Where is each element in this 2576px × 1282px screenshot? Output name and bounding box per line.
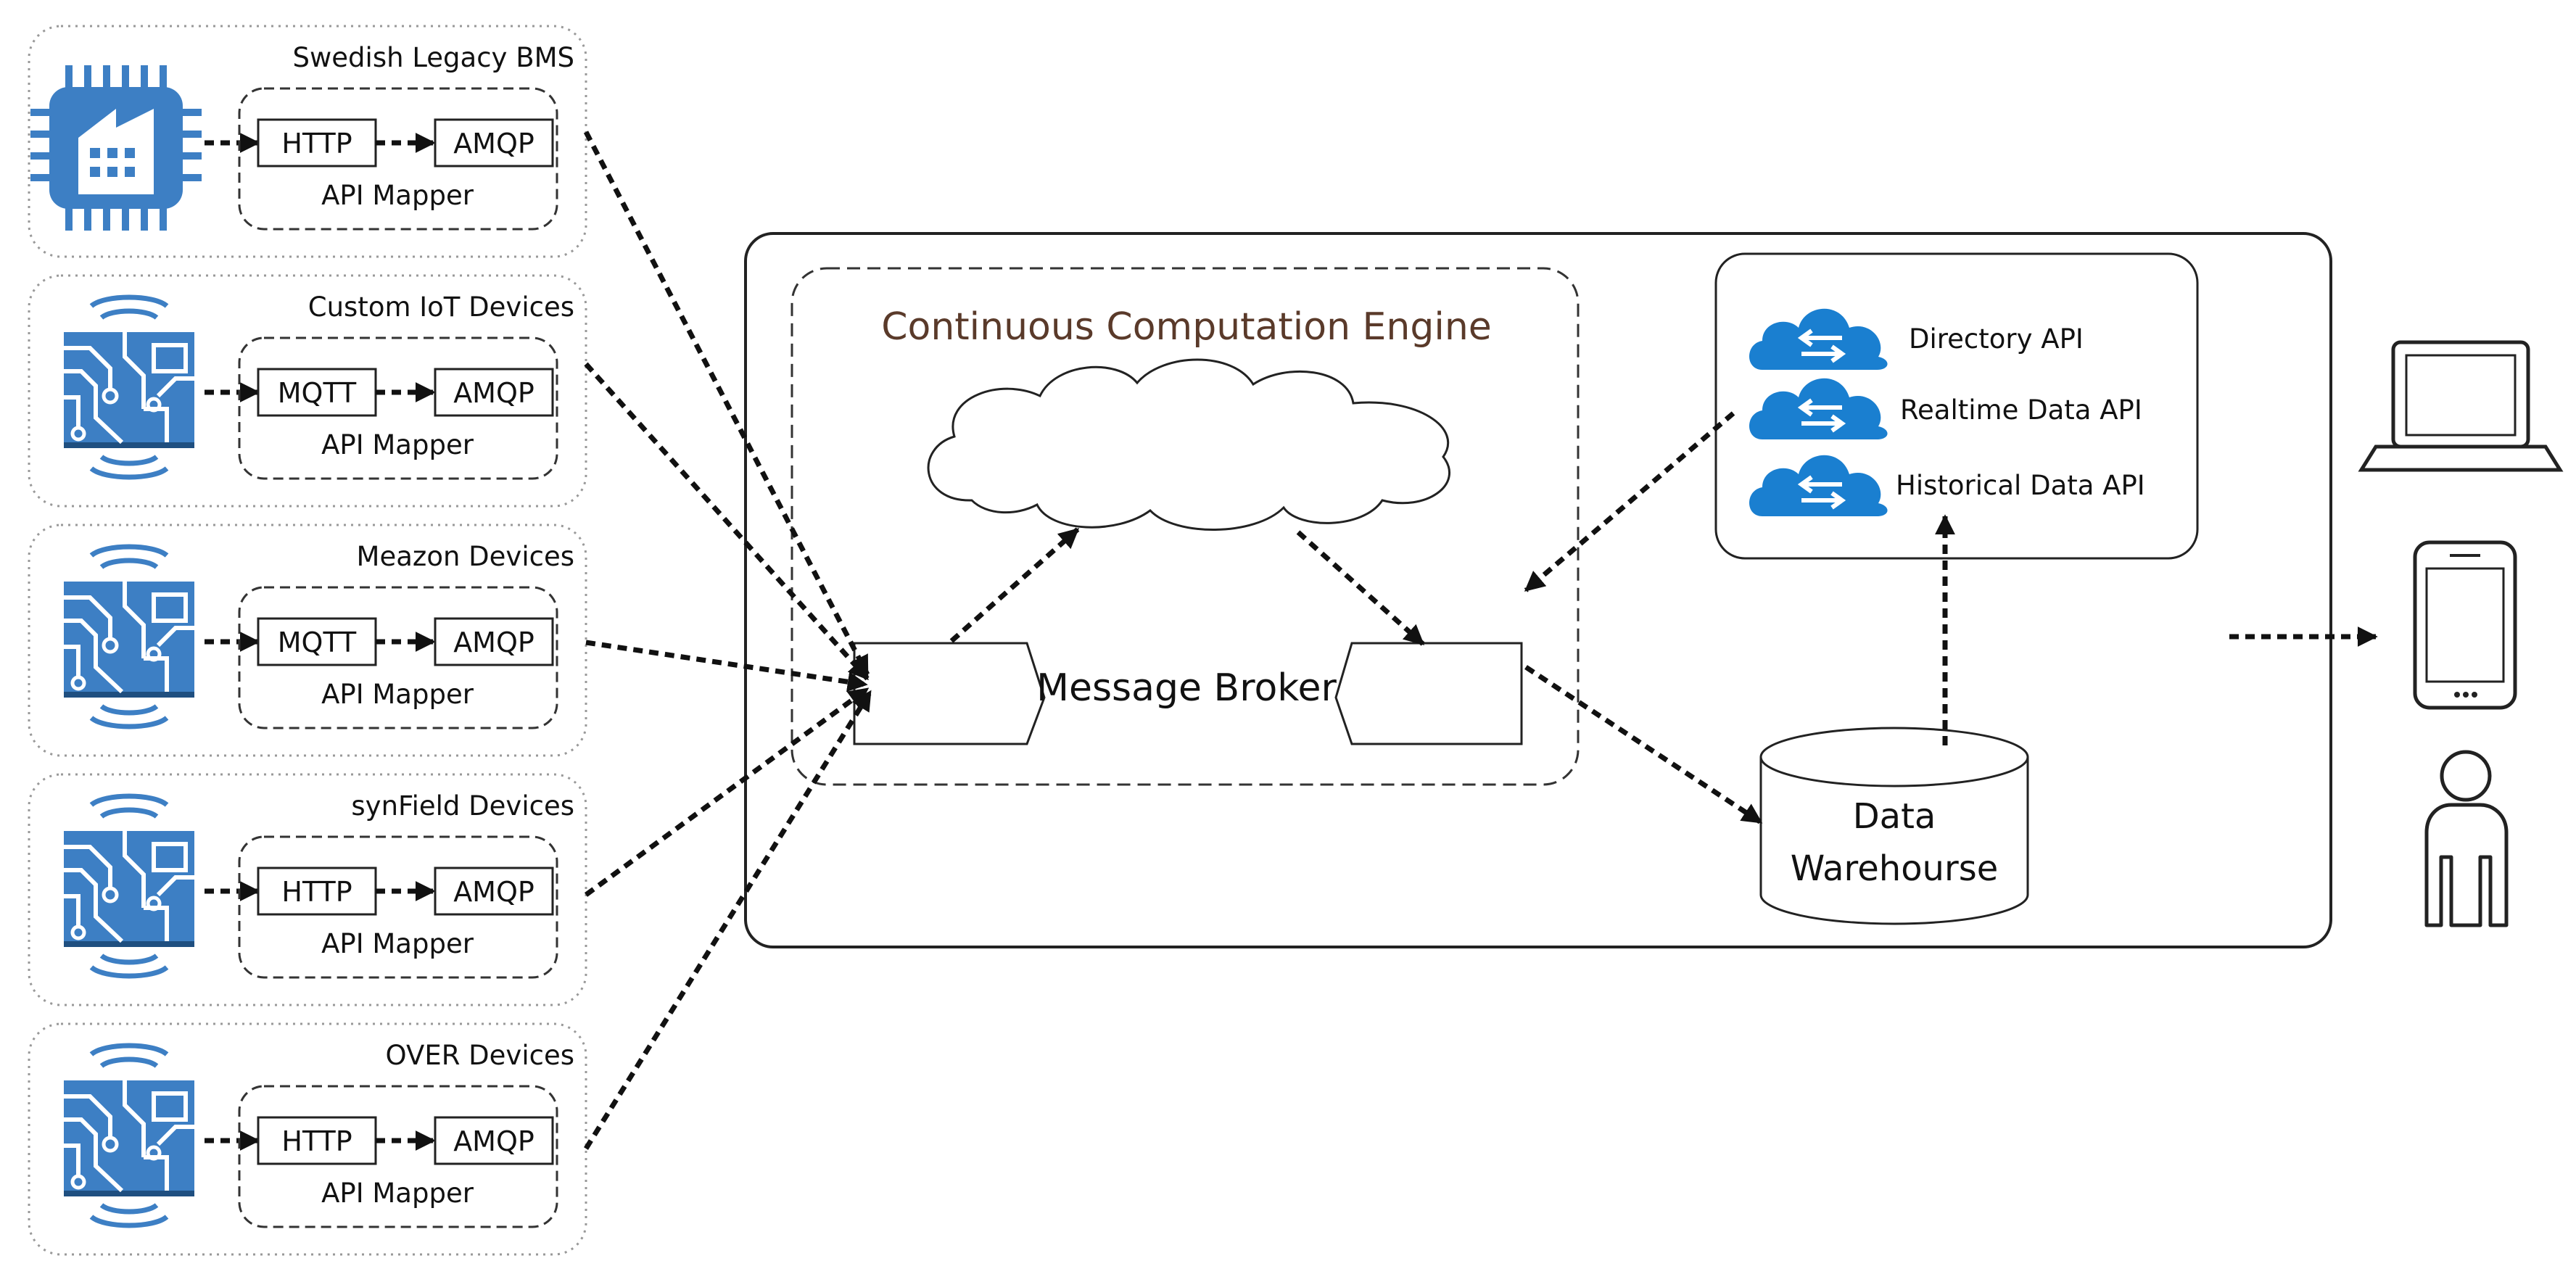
broker-output-queue <box>1334 642 1523 745</box>
source-container <box>28 773 587 1006</box>
iot-device-icon <box>64 297 194 477</box>
source-to-broker-arrow <box>585 640 868 692</box>
platform-container <box>744 232 2332 948</box>
realtime-data-api-label: Realtime Data API <box>1900 394 2142 426</box>
source-name: Meazon Devices <box>357 541 574 572</box>
output-protocol: AMQP <box>453 377 534 409</box>
api-to-broker-arrow <box>1524 411 1735 592</box>
engine-title: Continuous Computation Engine <box>881 305 1492 349</box>
building-chip-icon <box>30 65 202 231</box>
api-mapper-group <box>238 1085 558 1228</box>
source-container <box>28 524 587 757</box>
source-block: Meazon Devices MQTT AMQP API Mapper <box>28 524 587 757</box>
output-protocol-box <box>434 867 554 916</box>
api-mapper-group <box>238 336 558 480</box>
api-mapper-group <box>238 835 558 979</box>
input-protocol-box <box>257 617 377 666</box>
input-protocol-box <box>257 867 377 916</box>
output-protocol: AMQP <box>453 128 534 160</box>
output-protocol-box <box>434 118 554 168</box>
api-mapper-label: API Mapper <box>321 679 474 710</box>
source-name: OVER Devices <box>386 1040 574 1071</box>
input-protocol: MQTT <box>278 377 357 409</box>
api-panel <box>1714 252 2199 560</box>
source-to-broker-arrow <box>584 687 870 897</box>
warehouse-label-line2: Warehourse <box>1791 848 1999 889</box>
cloud-to-broker-arrow <box>1296 530 1425 646</box>
output-protocol-box <box>434 1116 554 1165</box>
cloud-api-icon <box>1749 379 1888 439</box>
iot-device-icon <box>64 796 194 976</box>
source-to-broker-arrow <box>584 690 872 1150</box>
cloud-api-icon <box>1749 309 1888 370</box>
source-block: OVER Devices HTTP AMQP API Mapper <box>28 1022 587 1256</box>
source-to-broker-arrow <box>583 131 870 677</box>
input-protocol: HTTP <box>281 876 352 908</box>
laptop-icon <box>2358 340 2564 472</box>
directory-api-label: Directory API <box>1909 323 2084 355</box>
api-mapper-group <box>238 586 558 729</box>
input-protocol: MQTT <box>278 626 357 658</box>
broker-input-queue <box>853 642 1046 745</box>
output-protocol: AMQP <box>453 876 534 908</box>
iot-device-icon <box>64 547 194 727</box>
computation-engine-group <box>790 267 1580 786</box>
output-protocol: AMQP <box>453 626 534 658</box>
input-protocol: HTTP <box>281 1125 352 1157</box>
api-mapper-group <box>238 87 558 231</box>
smartphone-icon <box>2413 540 2517 710</box>
api-mapper-label: API Mapper <box>321 180 474 211</box>
data-warehouse: Data Warehourse <box>1759 727 2029 925</box>
api-mapper-label: API Mapper <box>321 1178 474 1209</box>
output-protocol-box <box>434 368 554 417</box>
source-block: synField Devices HTTP AMQP API Mapper <box>28 773 587 1006</box>
output-protocol-box <box>434 617 554 666</box>
computation-cloud <box>927 358 1450 531</box>
input-protocol: HTTP <box>281 128 352 160</box>
source-container <box>28 1022 587 1256</box>
broker-to-warehouse-arrow <box>1524 665 1763 824</box>
historical-data-api-label: Historical Data API <box>1896 470 2145 501</box>
output-protocol: AMQP <box>453 1125 534 1157</box>
source-name: Swedish Legacy BMS <box>293 42 574 73</box>
warehouse-label-line1: Data <box>1853 796 1936 837</box>
iot-device-icon <box>64 1046 194 1225</box>
source-name: Custom IoT Devices <box>308 291 574 323</box>
api-mapper-label: API Mapper <box>321 429 474 460</box>
source-block: Swedish Legacy BMS HTTP AMQP API Mapper <box>28 25 587 258</box>
source-to-broker-arrow <box>584 362 870 681</box>
source-container <box>28 25 587 258</box>
cloud-api-icon <box>1749 455 1888 516</box>
user-icon <box>2424 750 2509 927</box>
source-container <box>28 274 587 508</box>
source-name: synField Devices <box>351 790 574 822</box>
message-broker-label: Message Broker <box>1036 666 1337 710</box>
api-mapper-label: API Mapper <box>321 928 474 959</box>
broker-to-cloud-arrow <box>949 527 1080 643</box>
source-block: Custom IoT Devices MQTT AMQP API Mapper <box>28 274 587 508</box>
